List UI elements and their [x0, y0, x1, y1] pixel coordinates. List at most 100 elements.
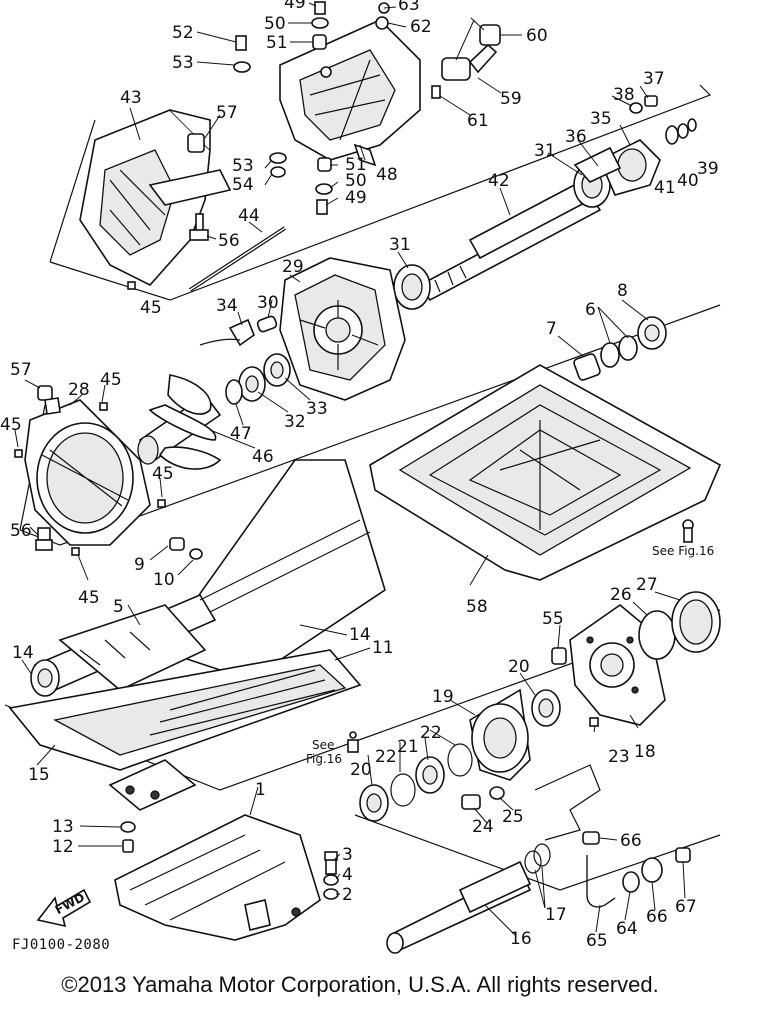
part-58-hull-plate: [369, 364, 722, 581]
callout-53: 53: [172, 53, 194, 73]
bolts-washers-49-54: [187, 1, 333, 241]
part-28-nozzle-housing: [24, 385, 151, 546]
callout-31: 31: [534, 141, 556, 161]
callout-20: 20: [350, 760, 372, 780]
part-48-upper-housing: [279, 19, 421, 167]
callout-4: 4: [342, 865, 353, 885]
callout-5: 5: [113, 597, 124, 617]
part-43-intake-housing: [79, 109, 232, 286]
callout-28: 28: [68, 380, 90, 400]
callout-66: 66: [620, 831, 642, 851]
callout-35: 35: [590, 109, 612, 129]
callout-45: 45: [140, 298, 162, 318]
callout-26: 26: [610, 585, 632, 605]
callout-21: 21: [397, 737, 419, 757]
callout-51: 51: [266, 33, 288, 53]
callout-59: 59: [500, 89, 522, 109]
callout-43: 43: [120, 88, 142, 108]
exploded-parts-diagram: FWD: [0, 0, 722, 954]
callout-50: 50: [264, 14, 286, 34]
hose-fittings-64-67: [586, 847, 691, 908]
callout-12: 12: [52, 837, 74, 857]
bracket-66: [534, 764, 601, 845]
callout-66: 66: [646, 907, 668, 927]
callout-20: 20: [508, 657, 530, 677]
parts-12-13: [120, 821, 136, 853]
part-5-tunnel: [30, 459, 386, 697]
parts-2-4: [323, 851, 339, 900]
callout-32: 32: [284, 412, 306, 432]
callout-22: 22: [375, 747, 397, 767]
callout-57: 57: [216, 103, 238, 123]
part-16-shaft: [386, 843, 551, 954]
callout-56: 56: [10, 521, 32, 541]
callout-13: 13: [52, 817, 74, 837]
rings-20-22: [359, 743, 473, 822]
figure-code: FJ0100-2080: [12, 937, 111, 953]
callout-25: 25: [502, 807, 524, 827]
callout-17: 17: [545, 905, 567, 925]
callout-39: 39: [697, 159, 719, 179]
callout-11: 11: [372, 638, 394, 658]
callout-27: 27: [636, 575, 658, 595]
callout-10: 10: [153, 570, 175, 590]
callout-3: 3: [342, 845, 353, 865]
callout-62: 62: [410, 17, 432, 37]
see-fig-16-note-a: See Fig.16: [652, 544, 714, 558]
callout-14: 14: [12, 643, 34, 663]
callout-46: 46: [252, 447, 274, 467]
callout-34: 34: [216, 296, 238, 316]
part-55-bolt: [551, 647, 567, 665]
callout-45: 45: [0, 415, 22, 435]
callout-18: 18: [634, 742, 656, 762]
callout-63: 63: [398, 0, 420, 15]
callout-45: 45: [152, 464, 174, 484]
callout-49: 49: [284, 0, 306, 13]
callout-57: 57: [10, 360, 32, 380]
callout-64: 64: [616, 919, 638, 939]
callout-31: 31: [389, 235, 411, 255]
callout-38: 38: [613, 85, 635, 105]
rings-26-27: [638, 591, 721, 660]
callout-40: 40: [677, 171, 699, 191]
callout-67: 67: [675, 897, 697, 917]
see-fig-16-note-b-line1: See: [312, 738, 334, 752]
callout-53: 53: [232, 156, 254, 176]
rings-32-33-47: [225, 353, 291, 405]
callout-50: 50: [345, 171, 367, 191]
callout-1: 1: [255, 780, 266, 800]
callout-41: 41: [654, 178, 676, 198]
callout-44: 44: [238, 206, 260, 226]
callout-42: 42: [488, 171, 510, 191]
callout-24: 24: [472, 817, 494, 837]
callout-54: 54: [232, 175, 254, 195]
callout-2: 2: [342, 885, 353, 905]
part-29-pump-housing: [279, 257, 406, 401]
callout-45: 45: [100, 370, 122, 390]
callout-65: 65: [586, 931, 608, 951]
part-46-impeller: [137, 374, 222, 470]
callout-61: 61: [467, 111, 489, 131]
callout-60: 60: [526, 26, 548, 46]
part-44-stud-bolt: [188, 226, 287, 292]
parts-9-10: [169, 537, 203, 560]
callout-30: 30: [257, 293, 279, 313]
callout-22: 22: [420, 723, 442, 743]
callout-47: 47: [230, 424, 252, 444]
callout-7: 7: [546, 319, 557, 339]
callout-49: 49: [345, 188, 367, 208]
see-fig-bolt: [347, 731, 359, 753]
callout-15: 15: [28, 765, 50, 785]
callout-36: 36: [565, 127, 587, 147]
parts-11-15-bottom-plates: [8, 649, 362, 811]
part-19-bearing-housing: [469, 688, 561, 781]
fittings-59-63: [375, 2, 501, 99]
callout-29: 29: [282, 257, 304, 277]
part-1-cover: [114, 814, 321, 941]
callout-14: 14: [349, 625, 371, 645]
copyright-notice: ©2013 Yamaha Motor Corporation, U.S.A. A…: [61, 972, 659, 997]
callout-19: 19: [432, 687, 454, 707]
callout-16: 16: [510, 929, 532, 949]
leader-lines: [14, 2, 686, 936]
